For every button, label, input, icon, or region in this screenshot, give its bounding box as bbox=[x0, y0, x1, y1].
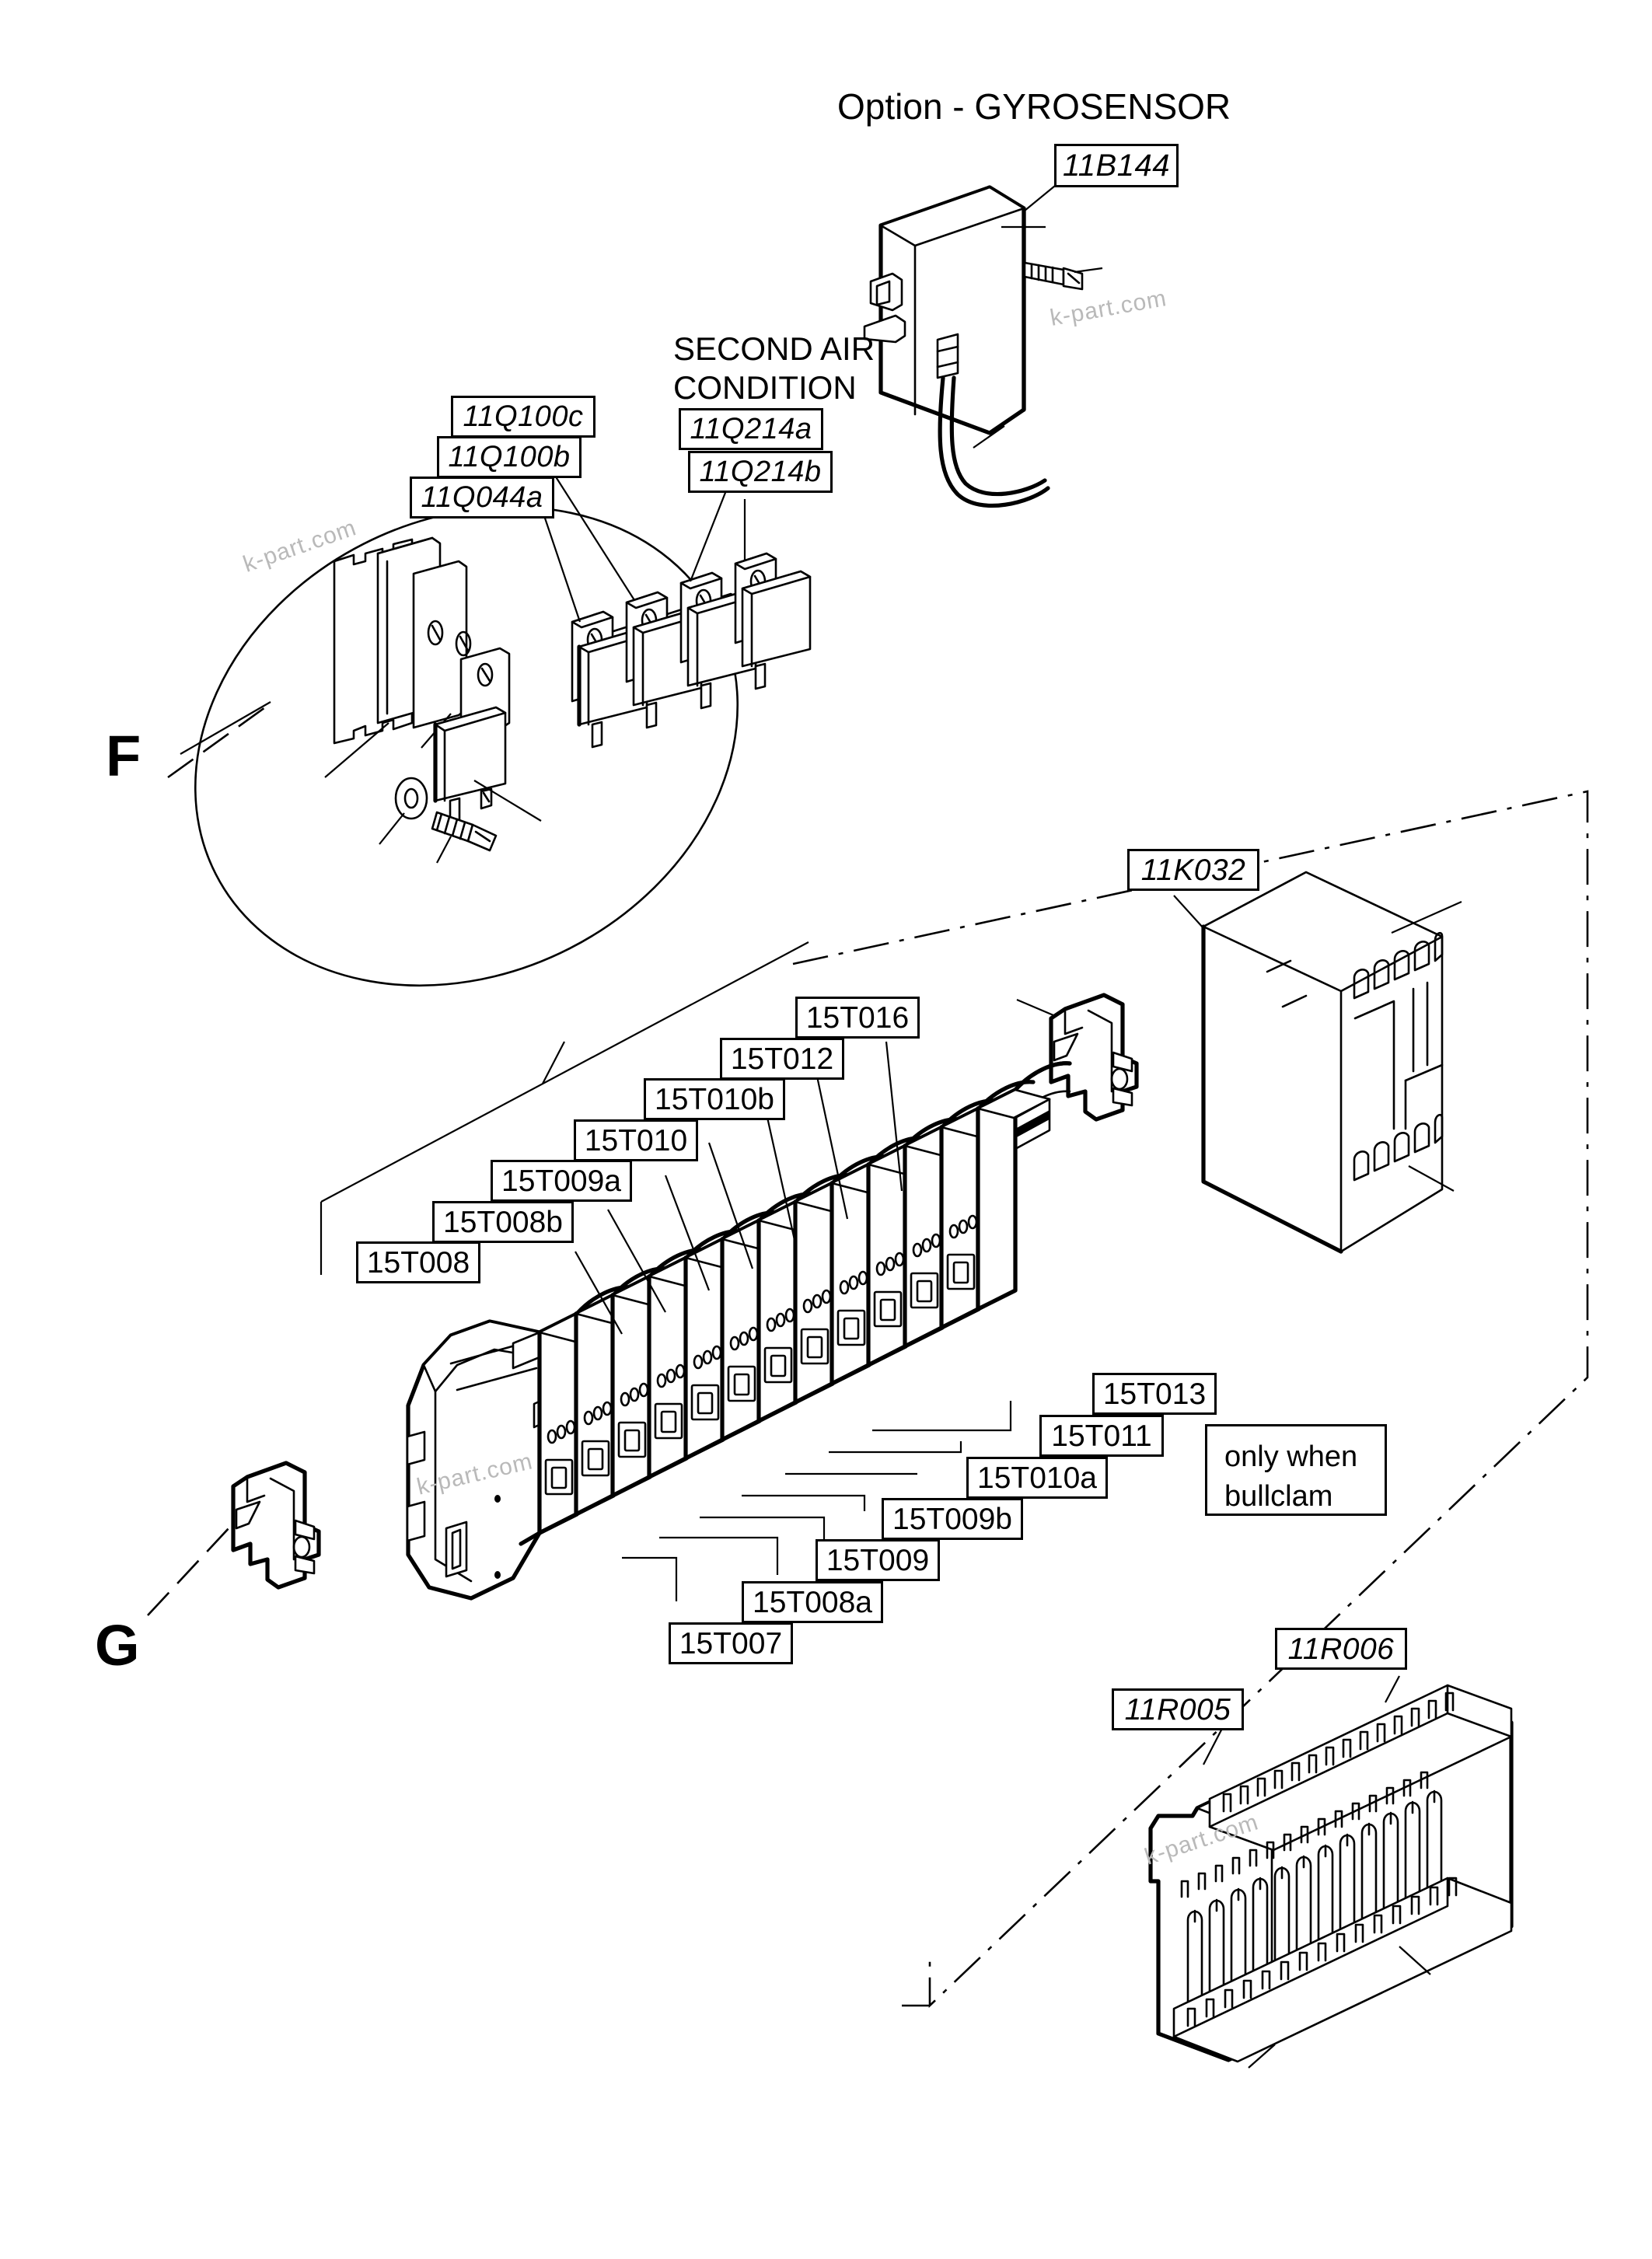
detail-marker-g: G bbox=[95, 1613, 140, 1678]
sensor-cable bbox=[936, 333, 1050, 508]
detail-marker-f: F bbox=[106, 724, 141, 788]
section-title-line1: SECOND AIR bbox=[673, 330, 875, 367]
note-line-2: bullclam bbox=[1224, 1480, 1333, 1514]
terminal-slots-top bbox=[1353, 931, 1444, 1000]
callout-15t008[interactable]: 15T008 bbox=[356, 1241, 480, 1283]
section-title-second-air-condition: SECOND AIR CONDITION bbox=[673, 330, 875, 407]
relay-4 bbox=[734, 552, 812, 690]
callout-11q100c[interactable]: 11Q100c bbox=[451, 396, 595, 438]
callout-15t010a[interactable]: 15T010a bbox=[966, 1457, 1108, 1499]
page-title: Option - GYROSENSOR bbox=[837, 86, 1231, 127]
callout-15t009[interactable]: 15T009 bbox=[816, 1539, 940, 1581]
connector-block-assembly bbox=[1148, 1675, 1514, 2069]
detail-f-parts bbox=[324, 536, 542, 864]
section-title-line2: CONDITION bbox=[673, 368, 857, 406]
callout-11r005[interactable]: 11R005 bbox=[1112, 1688, 1244, 1730]
callout-11q044a[interactable]: 11Q044a bbox=[410, 477, 554, 518]
note-only-when-bullclam: only when bullclam bbox=[1205, 1424, 1387, 1516]
callout-15t008b[interactable]: 15T008b bbox=[432, 1201, 574, 1243]
terminal-block-stack bbox=[320, 941, 1072, 1601]
callout-15t010b[interactable]: 15T010b bbox=[644, 1078, 785, 1120]
assembly-boundary bbox=[792, 790, 1589, 2009]
gyrosensor-assembly bbox=[863, 164, 1103, 508]
note-line-1: only when bbox=[1224, 1440, 1358, 1473]
callout-11b144[interactable]: 11B144 bbox=[1054, 144, 1179, 187]
callout-11q214a[interactable]: 11Q214a bbox=[679, 408, 823, 450]
pin-comb-upper bbox=[1222, 1692, 1455, 1813]
pin-comb-middle bbox=[1180, 1771, 1429, 1898]
washer bbox=[379, 777, 428, 845]
callout-15t013[interactable]: 15T013 bbox=[1092, 1373, 1217, 1415]
callout-15t009a[interactable]: 15T009a bbox=[491, 1160, 632, 1202]
callout-15t011[interactable]: 15T011 bbox=[1039, 1415, 1164, 1457]
terminal-modules bbox=[537, 1061, 1072, 1535]
callout-11r006[interactable]: 11R006 bbox=[1275, 1628, 1407, 1670]
callout-11k032[interactable]: 11K032 bbox=[1127, 849, 1259, 891]
relay-box-11k032 bbox=[1173, 871, 1462, 1254]
callout-15t008a[interactable]: 15T008a bbox=[742, 1581, 883, 1623]
callout-11q214b[interactable]: 11Q214b bbox=[688, 451, 833, 493]
mounting-screw bbox=[1023, 261, 1103, 291]
callout-11q100b[interactable]: 11Q100b bbox=[437, 436, 582, 478]
callout-15t010[interactable]: 15T010 bbox=[574, 1119, 698, 1161]
callout-15t016[interactable]: 15T016 bbox=[795, 997, 920, 1039]
callout-15t012[interactable]: 15T012 bbox=[720, 1038, 844, 1080]
connector-clip-g bbox=[147, 1461, 321, 1616]
callout-15t007[interactable]: 15T007 bbox=[669, 1622, 793, 1664]
connector-clip-top bbox=[1016, 993, 1139, 1122]
pin-comb-lower bbox=[1186, 1877, 1458, 2027]
bolt bbox=[431, 811, 498, 864]
callout-15t009b[interactable]: 15T009b bbox=[882, 1498, 1023, 1540]
second-air-condition-relays bbox=[533, 458, 812, 749]
relay-11q044a bbox=[433, 647, 542, 825]
terminal-slots-bottom bbox=[1353, 1113, 1444, 1182]
